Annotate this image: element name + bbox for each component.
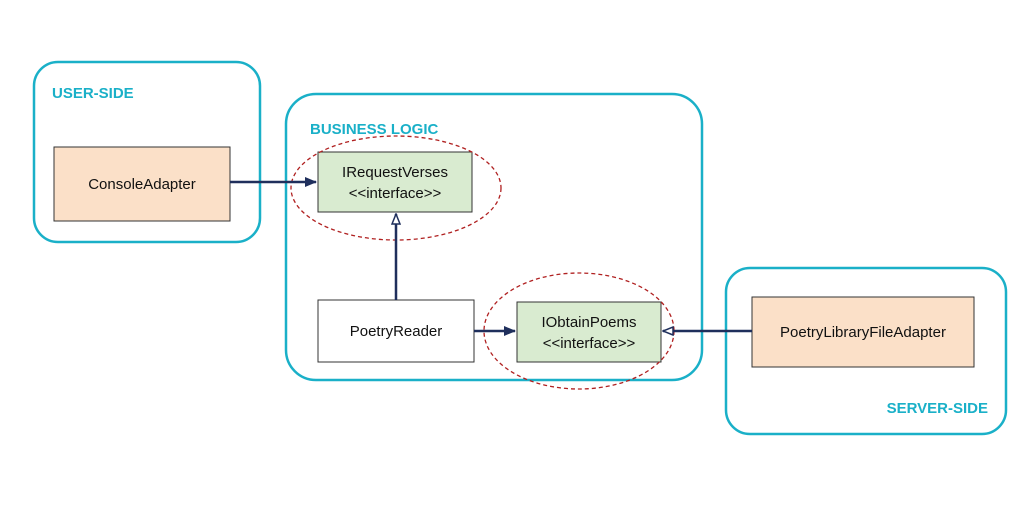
server-side-region [724, 266, 1008, 436]
request-verses-name: IRequestVerses [342, 164, 448, 181]
file-adapter-box [751, 296, 975, 368]
obtain-poems-box [516, 301, 662, 363]
request-verses-stereotype: <<interface>> [349, 185, 442, 202]
user-side-title: USER-SIDE [52, 85, 134, 102]
server-side-title: SERVER-SIDE [887, 400, 988, 417]
console-adapter-box [53, 146, 231, 222]
obtain-poems-stereotype: <<interface>> [543, 335, 636, 352]
request-verses-box [317, 151, 473, 213]
user-side-region [32, 60, 262, 244]
console-adapter-label: ConsoleAdapter [88, 176, 196, 193]
file-adapter-label: PoetryLibraryFileAdapter [780, 324, 946, 341]
obtain-poems-name: IObtainPoems [541, 314, 636, 331]
poetry-reader-label: PoetryReader [350, 323, 443, 340]
poetry-reader-box [317, 299, 475, 363]
business-logic-title: BUSINESS LOGIC [310, 121, 439, 138]
business-logic-region [284, 92, 704, 382]
